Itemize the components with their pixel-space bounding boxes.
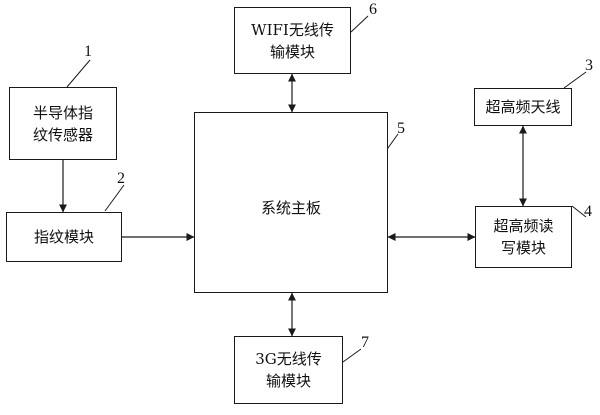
uhf-reader-label-line1: 超高频读 bbox=[493, 217, 554, 235]
wifi-module-label-line2: 输模块 bbox=[269, 42, 315, 61]
uhf-antenna-label: 超高频天线 bbox=[485, 98, 561, 116]
fingerprint-sensor-label-line2: 纹传感器 bbox=[32, 125, 93, 144]
ref-number-4: 4 bbox=[584, 203, 592, 220]
g3-module-block: 3G无线传 输模块 bbox=[234, 336, 343, 404]
wifi-module-label-line1: WIFI无线传 bbox=[251, 20, 334, 39]
mainboard-block: 系统主板 bbox=[194, 112, 388, 293]
uhf-reader-block: 超高频读 写模块 bbox=[475, 206, 572, 268]
ref-number-7: 7 bbox=[361, 334, 369, 351]
fingerprint-sensor-label-line1: 半导体指 bbox=[32, 103, 93, 122]
ref-number-6: 6 bbox=[369, 1, 377, 18]
ref-number-1: 1 bbox=[84, 43, 92, 60]
ref-number-3: 3 bbox=[585, 57, 593, 74]
leader-line-7 bbox=[342, 348, 362, 363]
ref-number-2: 2 bbox=[117, 170, 125, 187]
wifi-module-block: WIFI无线传 输模块 bbox=[234, 7, 351, 74]
ref-number-5: 5 bbox=[397, 120, 405, 137]
fingerprint-sensor-block: 半导体指 纹传感器 bbox=[9, 87, 117, 160]
fingerprint-module-block: 指纹模块 bbox=[6, 212, 122, 262]
leader-line-1 bbox=[66, 59, 91, 88]
g3-module-label-line2: 输模块 bbox=[265, 372, 311, 390]
fingerprint-module-label: 指纹模块 bbox=[33, 228, 94, 246]
leader-line-6 bbox=[350, 15, 369, 33]
leader-line-4 bbox=[571, 205, 587, 218]
g3-module-label-line1: 3G无线传 bbox=[255, 350, 322, 368]
mainboard-label: 系统主板 bbox=[260, 199, 321, 217]
leader-line-2 bbox=[104, 184, 125, 212]
uhf-antenna-block: 超高频天线 bbox=[474, 88, 572, 126]
leader-line-3 bbox=[563, 71, 587, 89]
uhf-reader-label-line2: 写模块 bbox=[500, 239, 546, 257]
